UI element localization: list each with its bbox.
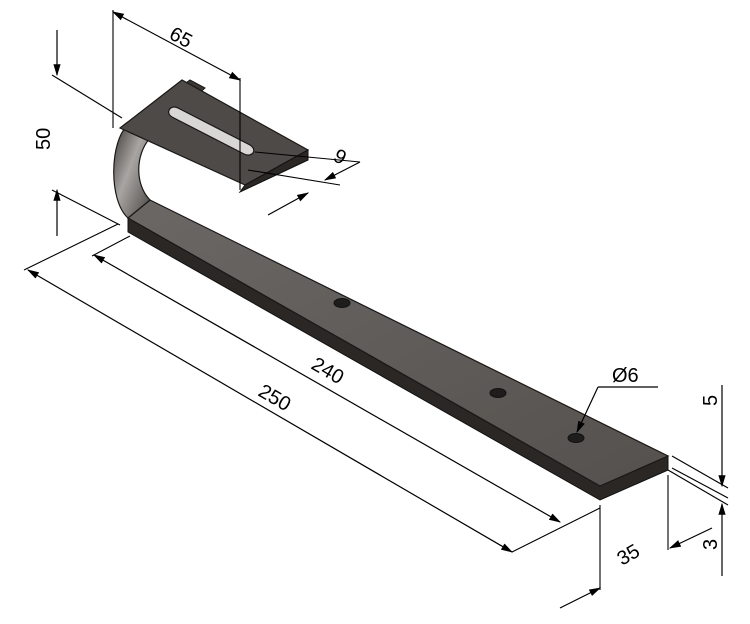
- roof-hook-part: [113, 79, 670, 501]
- dim-3: 3: [667, 469, 729, 576]
- dim-250-label: 250: [255, 380, 295, 416]
- mounting-hole-1: [333, 298, 351, 308]
- mounting-hole-3: [567, 433, 585, 443]
- base-plate-top: [126, 199, 670, 487]
- dim-5-label: 5: [700, 395, 722, 406]
- flange-slot: [168, 106, 255, 156]
- dim-3-label: 3: [700, 539, 722, 550]
- dim-65-label: 65: [166, 23, 196, 53]
- dim-hole-label: Ø6: [612, 365, 639, 387]
- dim-35: 35: [559, 475, 713, 609]
- mounting-hole-2: [489, 388, 507, 398]
- dim-35-label: 35: [614, 540, 644, 570]
- dim-hole-diameter: Ø6: [576, 365, 658, 434]
- hook-flange-edge: [238, 149, 309, 194]
- dim-50: 50: [33, 30, 123, 236]
- dim-9-label: 9: [330, 145, 350, 170]
- dim-5: 5: [671, 385, 729, 499]
- dim-240-label: 240: [308, 353, 348, 389]
- dim-50-label: 50: [33, 128, 55, 150]
